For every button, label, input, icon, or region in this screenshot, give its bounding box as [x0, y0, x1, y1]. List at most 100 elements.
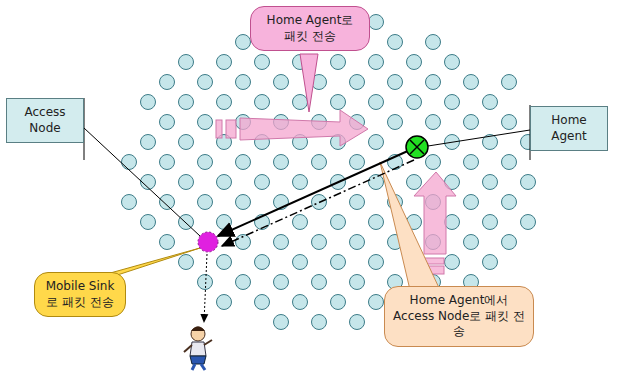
- sensor-node: [521, 175, 536, 190]
- sensor-node: [407, 175, 422, 190]
- sensor-node: [502, 235, 517, 250]
- sensor-node: [502, 155, 517, 170]
- sensor-node: [369, 255, 384, 270]
- sink-link: [204, 254, 207, 322]
- sensor-node: [179, 255, 194, 270]
- sensor-node: [255, 95, 270, 110]
- sensor-node: [255, 175, 270, 190]
- sensor-node: [122, 155, 137, 170]
- sensor-node: [502, 115, 517, 130]
- sensor-node: [179, 175, 194, 190]
- leader-line: [428, 130, 530, 146]
- sensor-node: [293, 175, 308, 190]
- sensor-node: [483, 175, 498, 190]
- sensor-node: [388, 35, 403, 50]
- sensor-node: [369, 95, 384, 110]
- sensor-node: [160, 155, 175, 170]
- sensor-node: [350, 275, 365, 290]
- sensor-node: [331, 55, 346, 70]
- sensor-node: [483, 255, 498, 270]
- sensor-node: [141, 135, 156, 150]
- sensor-node: [274, 235, 289, 250]
- home-agent-node: [406, 136, 428, 158]
- sensor-node: [312, 155, 327, 170]
- sensor-node: [483, 215, 498, 230]
- sensor-node: [331, 215, 346, 230]
- packet-path: [222, 160, 414, 246]
- sensor-node: [293, 295, 308, 310]
- sensor-node: [350, 195, 365, 210]
- sensor-node: [293, 95, 308, 110]
- sensor-node: [293, 215, 308, 230]
- sensor-node: [236, 195, 251, 210]
- sensor-node: [464, 75, 479, 90]
- sensor-node: [293, 255, 308, 270]
- sensor-node: [160, 235, 175, 250]
- sensor-node: [160, 115, 175, 130]
- speech-callout: Mobile Sink 로 패킷 전송: [34, 272, 126, 317]
- sensor-node: [369, 15, 384, 30]
- sensor-node: [464, 235, 479, 250]
- sensor-node: [445, 255, 460, 270]
- sensor-node: [502, 195, 517, 210]
- sensor-node: [388, 75, 403, 90]
- speech-callout: Home Agent에서 Access Node로 패킷 전송: [384, 286, 534, 347]
- sensor-node: [255, 55, 270, 70]
- sensor-node: [388, 115, 403, 130]
- sensor-node: [369, 295, 384, 310]
- sensor-node: [369, 175, 384, 190]
- sensor-node: [217, 175, 232, 190]
- sensor-node: [483, 95, 498, 110]
- sensor-node: [141, 215, 156, 230]
- sensor-node: [179, 55, 194, 70]
- sensor-node: [464, 115, 479, 130]
- sensor-node: [407, 55, 422, 70]
- sensor-node: [426, 155, 441, 170]
- mobile-sink-person: [184, 327, 212, 371]
- sensor-node: [198, 275, 213, 290]
- sensor-node: [445, 55, 460, 70]
- sensor-node: [255, 255, 270, 270]
- sensor-node: [274, 275, 289, 290]
- sensor-node: [274, 155, 289, 170]
- node-text: Mobile Sink 로 패킷 전송: [43, 279, 117, 310]
- sensor-node: [217, 55, 232, 70]
- node-text: Access Node: [13, 105, 77, 136]
- sensor-node: [217, 255, 232, 270]
- leader-line: [84, 128, 200, 236]
- sensor-node: [217, 295, 232, 310]
- sensor-node: [331, 95, 346, 110]
- access-node: [198, 232, 218, 252]
- sensor-node: [350, 155, 365, 170]
- speech-callout: Home Agent로 패킷 전송: [250, 6, 370, 51]
- sensor-node: [369, 55, 384, 70]
- sensor-node: [217, 95, 232, 110]
- sensor-node: [179, 135, 194, 150]
- sensor-node: [274, 315, 289, 330]
- sensor-node: [312, 315, 327, 330]
- sensor-node: [350, 75, 365, 90]
- sensor-node: [198, 195, 213, 210]
- sensor-grid: [122, 15, 536, 330]
- callout-tail: [300, 54, 318, 112]
- sensor-node: [350, 315, 365, 330]
- sensor-node: [255, 295, 270, 310]
- sensor-node: [445, 215, 460, 230]
- sensor-node: [445, 95, 460, 110]
- sensor-node: [369, 135, 384, 150]
- sensor-node: [236, 155, 251, 170]
- sensor-node: [179, 95, 194, 110]
- sensor-node: [236, 75, 251, 90]
- sensor-node: [312, 235, 327, 250]
- sensor-node: [198, 155, 213, 170]
- sensor-node: [464, 195, 479, 210]
- sensor-node: [274, 75, 289, 90]
- sensor-node: [331, 255, 346, 270]
- sensor-node: [502, 75, 517, 90]
- packet-path: [218, 150, 410, 236]
- callout-tail: [380, 162, 440, 290]
- sensor-node: [312, 275, 327, 290]
- sensor-node: [236, 275, 251, 290]
- sensor-node: [350, 235, 365, 250]
